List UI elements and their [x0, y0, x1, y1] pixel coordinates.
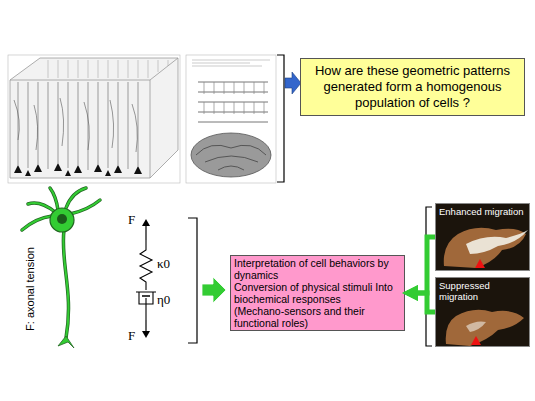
cortex-panel — [8, 55, 180, 183]
cortex-block — [10, 58, 178, 178]
purkinje-comb — [204, 82, 264, 114]
dendrite-lines — [14, 98, 137, 152]
group-bracket — [277, 55, 284, 182]
force-symbol: F — [128, 212, 135, 228]
marker-triangle — [475, 259, 485, 268]
cerebellum-panel — [186, 55, 276, 183]
box-text: (Mechano-sensors and their functional ro… — [234, 305, 401, 329]
force-symbol: F — [128, 328, 135, 344]
slice-folds — [196, 145, 266, 170]
cortex-block-edges — [10, 58, 178, 178]
block-arrow — [202, 277, 226, 303]
block-arrow — [285, 72, 301, 94]
viscosity-constant: η0 — [157, 292, 170, 308]
force-arrow — [145, 320, 146, 332]
box-text: Interpretation of cell behaviors by dyna… — [234, 257, 401, 281]
nucleus — [57, 214, 67, 224]
photo-caption: Suppressed migration — [439, 280, 526, 302]
photo-panel: Enhanced migration — [435, 203, 530, 271]
box-text: Conversion of physical stimuli Into bioc… — [234, 281, 401, 305]
column-tops — [48, 60, 168, 78]
arrow-head — [142, 331, 150, 338]
brain-slice — [191, 133, 271, 177]
marker-triangle — [471, 336, 481, 345]
force-label: F: axonal tension — [24, 247, 36, 331]
dashpot-symbol — [136, 292, 156, 320]
soma — [50, 208, 74, 232]
topic-box: Interpretation of cell behaviors by dyna… — [230, 255, 405, 331]
explant-tissue — [446, 310, 524, 346]
growth-cone — [58, 336, 74, 348]
force-arrow — [145, 224, 146, 240]
photo-caption: Enhanced migration — [439, 206, 526, 217]
column-fibers — [18, 82, 138, 170]
photo-panel: Suppressed migration — [435, 277, 530, 347]
flow-arrow — [407, 237, 435, 293]
group-bracket — [426, 207, 432, 346]
box-text: How are these geometric patterns generat… — [304, 63, 521, 111]
dashpot-piston — [142, 295, 150, 297]
axon-outline — [63, 230, 68, 338]
flow-arrow — [407, 293, 435, 312]
cell-bodies — [14, 163, 142, 176]
spring-symbol — [140, 240, 152, 290]
group-bracket — [188, 218, 197, 343]
spring-constant: κ0 — [157, 256, 170, 272]
migrating-cells — [466, 230, 528, 254]
axon — [63, 230, 68, 338]
arrow-head — [142, 219, 150, 226]
migrating-cells — [466, 322, 486, 333]
parallel-fibers — [198, 82, 268, 122]
question-box: How are these geometric patterns generat… — [300, 58, 525, 116]
caption-lines — [192, 60, 270, 66]
